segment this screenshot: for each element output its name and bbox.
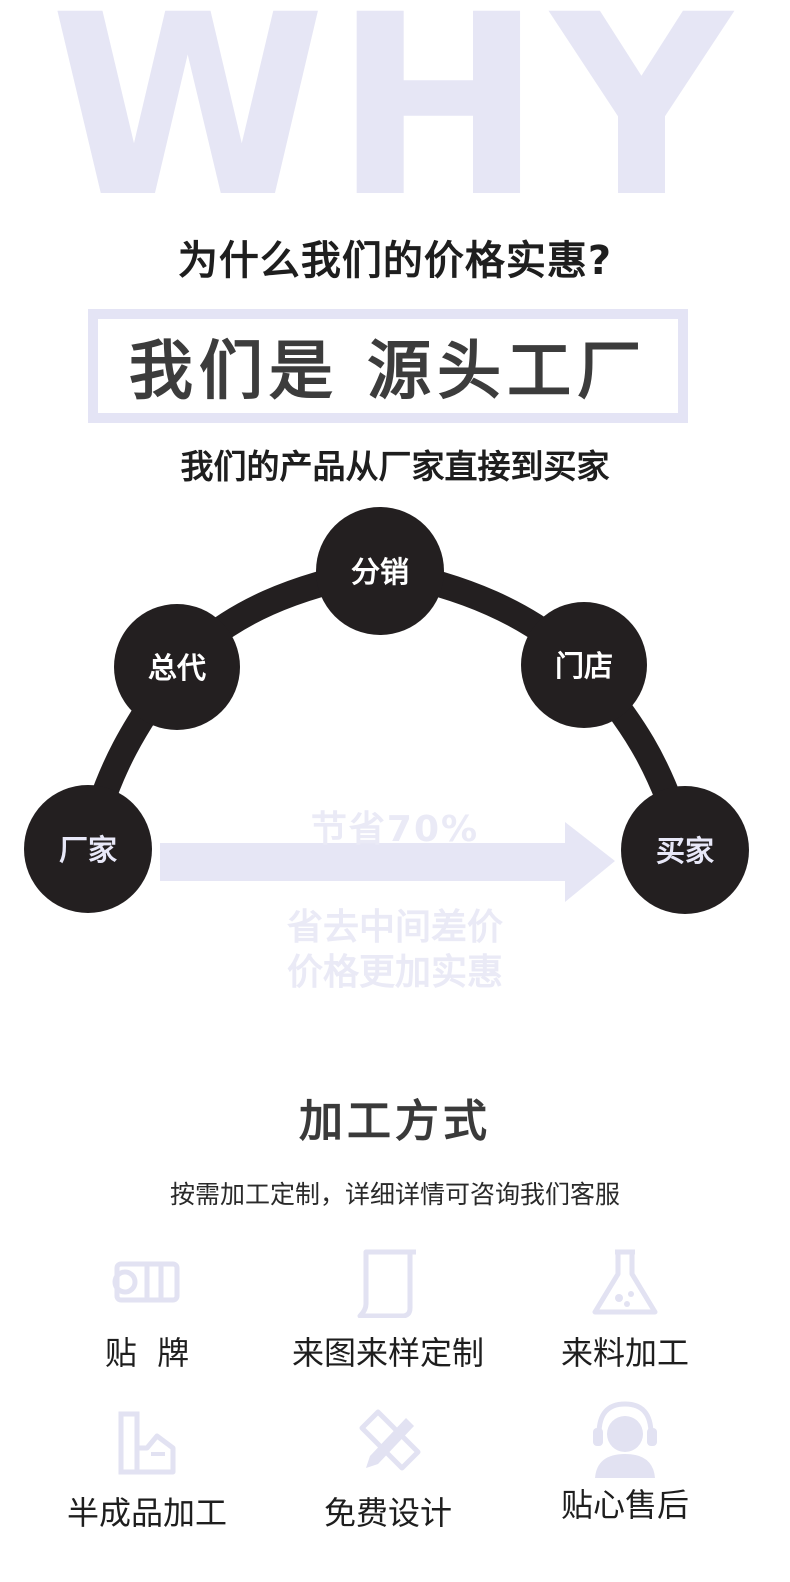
service-label: 来图来样定制 [291, 1334, 484, 1372]
node-buyer: 买家 [621, 786, 749, 914]
pencil-ruler-icon [359, 1409, 421, 1471]
node-buyer-label: 买家 [656, 834, 714, 868]
factory-claim-box: 我们是 源头工厂 [88, 309, 688, 423]
page-title: 为什么我们的价格实惠? [177, 238, 613, 284]
direct-arrow [160, 822, 615, 902]
service-custom-sample: 来图来样定制 [263, 1248, 513, 1374]
processing-title: 加工方式 [299, 1096, 491, 1147]
node-distribution: 分销 [316, 507, 444, 635]
headset-user-icon [593, 1401, 657, 1478]
factory-claim-text: 我们是 源头工厂 [128, 335, 648, 409]
service-label: 贴心售后 [560, 1486, 689, 1524]
node-distribution-label: 分销 [351, 555, 409, 589]
why-watermark: WHY [49, 0, 740, 252]
flask-icon [592, 1249, 658, 1315]
node-factory-label: 厂家 [59, 833, 117, 867]
service-after-sales: 贴心售后 [500, 1400, 750, 1526]
node-store-label: 门店 [555, 649, 613, 683]
document-icon [357, 1249, 416, 1318]
savings-note-line1: 省去中间差价 [286, 907, 503, 948]
node-general-agent-label: 总代 [148, 651, 206, 685]
service-label: 贴 牌 [104, 1334, 190, 1372]
label-roll-icon [112, 1261, 180, 1303]
savings-note-line2: 价格更加实惠 [286, 952, 503, 993]
subtitle: 我们的产品从厂家直接到买家 [180, 447, 610, 486]
service-material-processing: 来料加工 [500, 1248, 750, 1374]
service-semi-finished: 半成品加工 [22, 1408, 272, 1534]
supply-chain-diagram: 厂家 总代 分销 门店 买家 [24, 507, 749, 914]
processing-description: 按需加工定制，详细详情可咨询我们客服 [169, 1180, 620, 1209]
node-general-agent: 总代 [114, 604, 240, 730]
service-label: 来料加工 [560, 1334, 689, 1372]
service-label: 免费设计 [323, 1494, 452, 1532]
service-oem-label: 贴 牌 [22, 1248, 272, 1374]
savings-note: 省去中间差价 价格更加实惠 [0, 905, 790, 995]
node-factory: 厂家 [24, 785, 152, 913]
node-store: 门店 [521, 602, 647, 728]
service-label: 半成品加工 [66, 1494, 227, 1532]
service-free-design: 免费设计 [263, 1408, 513, 1534]
savings-percent: 节省70% [310, 809, 480, 850]
tools-icon [118, 1411, 176, 1475]
